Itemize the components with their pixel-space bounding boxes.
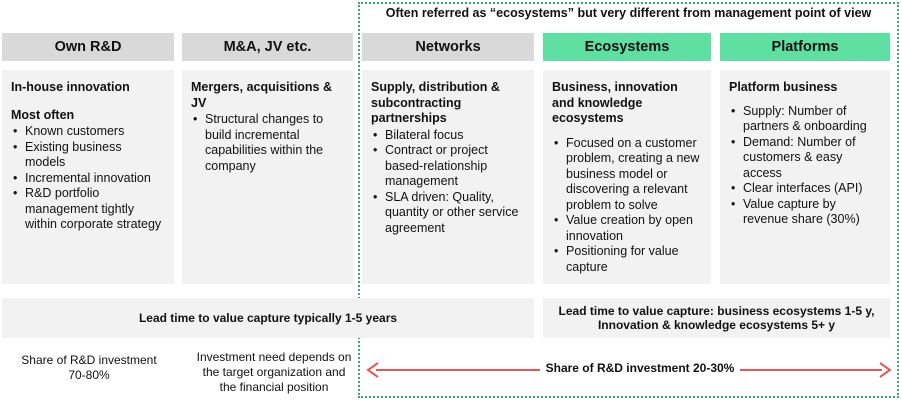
note-line: Share of R&D investment: [21, 353, 157, 367]
bullet-item: Incremental innovation: [11, 171, 165, 187]
bullet-item: Clear interfaces (API): [729, 181, 881, 197]
panel-networks: Supply, distribution & subcontracting pa…: [362, 70, 534, 284]
header-own-rd: Own R&D: [2, 33, 174, 61]
lead-time-left-text: Lead time to value capture typically 1-5…: [138, 311, 398, 325]
lead-time-right-line: Innovation & knowledge ecosystems 5+ y: [597, 318, 836, 332]
note-line: the target organization and: [202, 365, 346, 379]
note-line: Investment need depends on: [196, 350, 352, 364]
bullet-item: R&D portfolio management tightly within …: [11, 186, 165, 233]
header-ecosystems: Ecosystems: [543, 33, 711, 61]
lead-time-bar-right: Lead time to value capture: business eco…: [543, 298, 890, 338]
ecosystems-frame: [358, 2, 899, 398]
panel-title: Platform business: [729, 80, 838, 94]
bullet-list: Structural changes to build incremental …: [191, 112, 344, 174]
panel-subtitle: Most often: [11, 107, 75, 122]
lead-time-bar-left: Lead time to value capture typically 1-5…: [2, 298, 534, 338]
bullet-item: Positioning for value capture: [552, 244, 702, 275]
header-networks: Networks: [362, 33, 534, 61]
arrow-label: Share of R&D investment 20-30%: [540, 361, 740, 375]
bullet-item: Demand: Number of customers & easy acces…: [729, 135, 881, 182]
bullet-item: Bilateral focus: [371, 128, 525, 144]
bullet-item: Value creation by open innovation: [552, 213, 702, 244]
panel-own-rd: In-house innovation Most often Known cus…: [2, 70, 174, 284]
panel-platforms: Platform business Supply: Number of part…: [720, 70, 890, 284]
note-line: 70-80%: [68, 368, 110, 382]
bullet-list: Known customers Existing business models…: [11, 124, 165, 233]
panel-title: Supply, distribution & subcontracting pa…: [371, 80, 500, 125]
bullet-item: Existing business models: [11, 140, 165, 171]
bullet-item: Structural changes to build incremental …: [191, 112, 344, 174]
bullet-item: SLA driven: Quality, quantity or other s…: [371, 190, 525, 237]
bullet-item: Contract or project based-relationship m…: [371, 143, 525, 190]
bullet-item: Known customers: [11, 124, 165, 140]
note-line: the financial position: [219, 380, 329, 394]
panel-ecosystems: Business, innovation and knowledge ecosy…: [543, 70, 711, 284]
own-rd-investment-note: Share of R&D investment 70-80%: [14, 353, 164, 383]
lead-time-right-text: Lead time to value capture: business eco…: [559, 304, 875, 332]
bullet-list: Focused on a customer problem, creating …: [552, 136, 702, 276]
panel-title: In-house innovation: [11, 80, 130, 94]
bullet-item: Value capture by revenue share (30%): [729, 197, 881, 228]
bullet-item: Supply: Number of partners & onboarding: [729, 104, 881, 135]
panel-title: Business, innovation and knowledge ecosy…: [552, 80, 678, 125]
header-ma-jv: M&A, JV etc.: [182, 33, 353, 61]
ma-investment-note: Investment need depends on the target or…: [188, 350, 360, 395]
panel-ma-jv: Mergers, acquisitions & JV Structural ch…: [182, 70, 353, 284]
lead-time-right-line: Lead time to value capture: business eco…: [558, 304, 875, 318]
panel-title: Mergers, acquisitions & JV: [191, 80, 333, 110]
frame-caption: Often referred as “ecosystems” but very …: [385, 6, 872, 20]
header-platforms: Platforms: [720, 33, 890, 61]
bullet-list: Bilateral focus Contract or project base…: [371, 128, 525, 237]
bullet-list: Supply: Number of partners & onboarding …: [729, 104, 881, 228]
bullet-item: Focused on a customer problem, creating …: [552, 136, 702, 214]
